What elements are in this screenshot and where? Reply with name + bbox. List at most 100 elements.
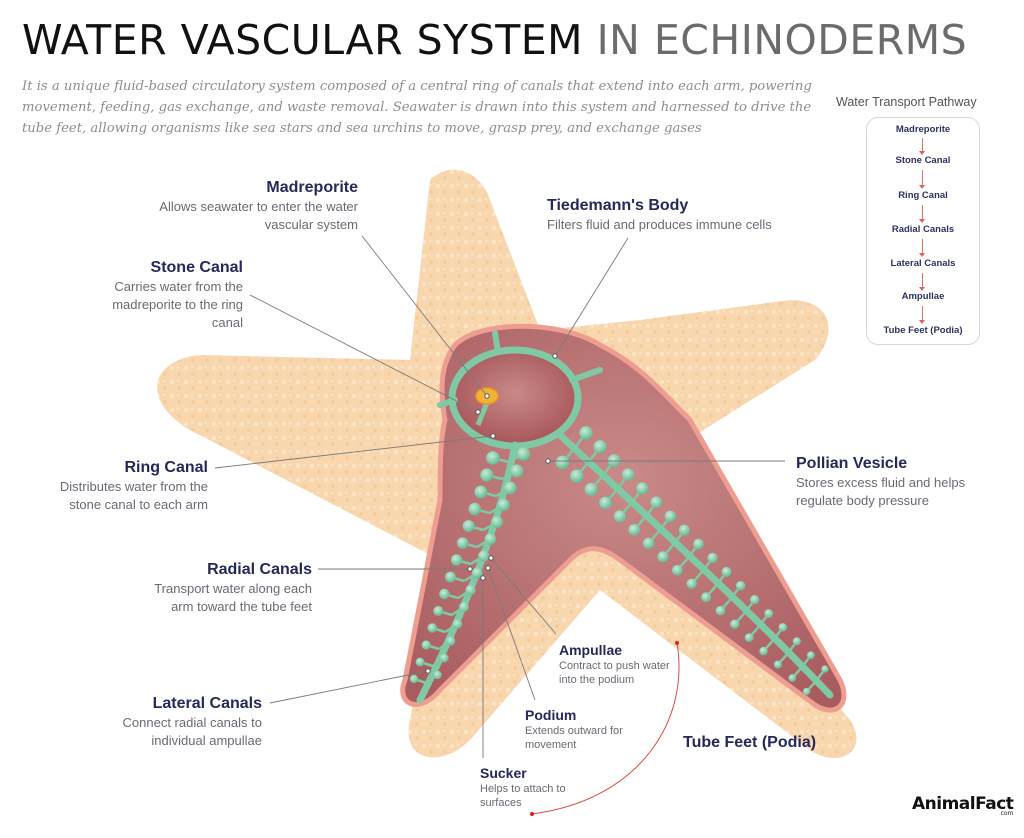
label-radial: Radial Canals Transport water along each… bbox=[120, 560, 312, 616]
label-title: Radial Canals bbox=[207, 561, 312, 578]
label-desc: Helps to attach to surfaces bbox=[480, 783, 566, 809]
label-desc: Filters fluid and produces immune cells bbox=[547, 217, 772, 232]
ampulla-bulb bbox=[433, 670, 442, 680]
label-madreporite: Madreporite Allows seawater to enter the… bbox=[118, 178, 358, 234]
leader-lines bbox=[214, 235, 785, 758]
label-desc: Stores excess fluid and helps regulate b… bbox=[796, 475, 966, 508]
leader-tiedemann bbox=[554, 237, 629, 357]
label-desc: Transport water along each arm toward th… bbox=[154, 581, 312, 614]
label-podium: Podium Extends outward for movement bbox=[525, 706, 641, 752]
central-disc bbox=[455, 353, 575, 443]
ampulla-bulb bbox=[462, 520, 475, 532]
brand-suffix: com bbox=[1000, 810, 1014, 817]
label-ring-canal: Ring Canal Distributes water from the st… bbox=[30, 458, 208, 514]
leader-ring-canal bbox=[214, 435, 494, 469]
ampulla-bulb bbox=[628, 523, 641, 536]
label-stone-canal: Stone Canal Carries water from the madre… bbox=[40, 258, 243, 332]
ampulla-bulb bbox=[421, 640, 431, 650]
ampulla-bulb bbox=[707, 552, 718, 564]
label-ampullae: Ampullae Contract to push water into the… bbox=[559, 641, 679, 687]
ampulla-bulb bbox=[478, 550, 490, 562]
ampullae-group bbox=[409, 426, 829, 696]
ampulla-bulb bbox=[802, 687, 811, 696]
label-title: Sucker bbox=[480, 765, 527, 781]
ampulla-bulb bbox=[671, 564, 683, 576]
ring-spokes bbox=[437, 330, 603, 408]
pathway-step: Ring Canal bbox=[898, 190, 948, 201]
ampulla-bulb bbox=[621, 468, 635, 481]
ampulla-bulb bbox=[584, 482, 598, 496]
ampulla-bulb bbox=[445, 571, 456, 583]
label-title: Tiedemann's Body bbox=[547, 197, 689, 214]
label-tube-feet: Tube Feet (Podia) bbox=[683, 734, 817, 751]
ampulla-bulb bbox=[701, 592, 712, 603]
ampulla-bulb bbox=[778, 623, 788, 632]
leader-stone-canal bbox=[249, 294, 479, 413]
ampulla-bulb bbox=[510, 464, 524, 478]
leader-podium bbox=[487, 567, 536, 701]
leader-dots bbox=[425, 353, 558, 674]
ampulla-bulb bbox=[657, 551, 669, 563]
pathway-arrow-icon bbox=[919, 306, 925, 324]
ampulla-bulb bbox=[735, 580, 746, 591]
label-title: Ring Canal bbox=[124, 459, 208, 476]
ampulla-bulb bbox=[664, 510, 677, 522]
ampulla-bulb bbox=[821, 665, 829, 673]
ampulla-bulb bbox=[642, 537, 655, 550]
leader-lateral bbox=[269, 670, 429, 704]
ampulla-bulb bbox=[599, 496, 612, 510]
label-title: Stone Canal bbox=[150, 259, 243, 276]
pathway-arrow-icon bbox=[919, 273, 925, 291]
pathway-arrow-icon bbox=[919, 239, 925, 257]
ampulla-bulb bbox=[686, 578, 697, 589]
brand-name: AnimalFact bbox=[912, 794, 1014, 814]
label-desc: Allows seawater to enter the water vascu… bbox=[159, 199, 358, 232]
ampulla-bulb bbox=[715, 605, 726, 616]
ampulla-bulb bbox=[486, 451, 500, 465]
ampulla-bulb bbox=[465, 584, 476, 596]
ampulla-bulb bbox=[721, 566, 732, 577]
title-sub: IN ECHINODERMS bbox=[596, 16, 968, 64]
ampulla-bulb bbox=[730, 619, 740, 629]
ampulla-bulb bbox=[750, 595, 760, 605]
ampulla-bulb bbox=[468, 502, 481, 516]
ampulla-bulb bbox=[446, 636, 456, 646]
ampulla-bulb bbox=[788, 674, 797, 682]
brand-logo[interactable]: AnimalFact com bbox=[912, 794, 1014, 817]
ampulla-bulb bbox=[503, 481, 517, 495]
ampulla-bulb bbox=[636, 482, 649, 495]
title-main: WATER VASCULAR SYSTEM bbox=[22, 16, 584, 64]
ampulla-bulb bbox=[773, 660, 782, 669]
pathway-title: Water Transport Pathway bbox=[836, 95, 977, 109]
label-desc: Distributes water from the stone canal t… bbox=[59, 479, 208, 512]
pathway-box: Madreporite Stone Canal Ring Canal Radia… bbox=[866, 117, 980, 345]
label-desc: Carries water from the madreporite to th… bbox=[112, 279, 243, 330]
pathway-step: Radial Canals bbox=[891, 224, 955, 235]
ampulla-bulb bbox=[593, 440, 607, 454]
intro-text: It is a unique fluid-based circulatory s… bbox=[22, 79, 812, 136]
pathway-step: Tube Feet (Podia) bbox=[883, 325, 963, 336]
pathway-arrow-icon bbox=[919, 205, 925, 223]
ampulla-bulb bbox=[570, 469, 584, 483]
ampulla-bulb bbox=[456, 537, 469, 549]
ampulla-bulb bbox=[759, 646, 768, 656]
ampulla-bulb bbox=[433, 606, 444, 616]
label-title: Podium bbox=[525, 707, 577, 723]
ampulla-bulb bbox=[613, 510, 626, 523]
ampulla-bulb bbox=[415, 657, 425, 667]
ampulla-bulb bbox=[452, 619, 463, 629]
pathway-step: Lateral Canals bbox=[890, 258, 956, 269]
label-lateral: Lateral Canals Connect radial canals to … bbox=[90, 694, 262, 750]
ampulla-bulb bbox=[439, 588, 450, 600]
ampulla-bulb bbox=[439, 653, 449, 663]
pathway-arrow-icon bbox=[919, 138, 925, 155]
ampulla-bulb bbox=[427, 623, 438, 633]
ampulla-bulb bbox=[484, 533, 497, 545]
pathway-arrow-icon bbox=[919, 170, 925, 189]
pathway-step: Ampullae bbox=[901, 291, 945, 302]
ampulla-bulb bbox=[744, 633, 754, 643]
ampulla-bulb bbox=[807, 651, 815, 660]
ampulla-bulb bbox=[491, 516, 503, 528]
ampulla-bulb bbox=[459, 602, 469, 612]
pathway-step: Madreporite bbox=[895, 124, 951, 135]
